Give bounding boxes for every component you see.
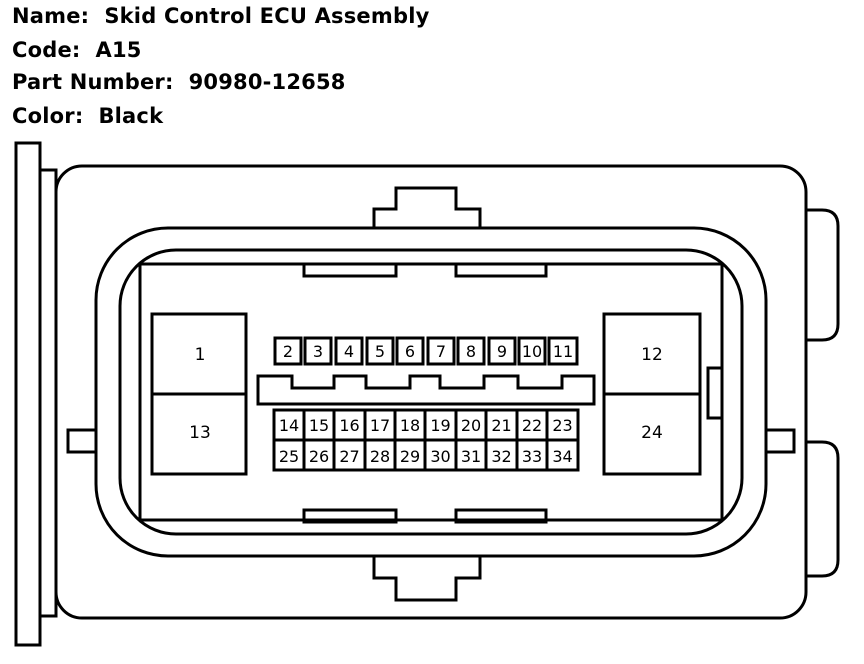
pin-13-label: 13: [189, 423, 211, 443]
right-notch: [766, 428, 796, 454]
pin-4-cell: [334, 336, 364, 366]
pin-4-label: 4: [344, 342, 354, 361]
pin-20-label: 20: [461, 416, 481, 435]
left-latch-bracket: [40, 168, 58, 618]
part-number-line: Part Number: 90980-12658: [12, 70, 346, 94]
pin-28-label: 28: [370, 447, 390, 466]
pin-23-label: 23: [552, 416, 572, 435]
name-label: Name:: [12, 4, 90, 28]
pin-21-label: 21: [491, 416, 511, 435]
pin-5-cell: [365, 336, 395, 366]
pin-25-label: 25: [279, 447, 299, 466]
pin-9-label: 9: [497, 342, 507, 361]
pin-8-label: 8: [466, 342, 476, 361]
pin-6-label: 6: [405, 342, 415, 361]
pin-5-label: 5: [375, 342, 385, 361]
top-rib-left: [302, 262, 398, 278]
pin-17-label: 17: [370, 416, 390, 435]
top-key: [372, 186, 482, 228]
pin-16-label: 16: [339, 416, 359, 435]
part-number-value: 90980-12658: [188, 70, 346, 94]
code-line: Code: A15: [12, 38, 142, 62]
pin-12-label: 12: [641, 345, 663, 365]
name-line: Name: Skid Control ECU Assembly: [12, 4, 429, 28]
pin-7-cell: [426, 336, 456, 366]
pin-26-label: 26: [309, 447, 329, 466]
bottom-key: [372, 556, 482, 602]
bottom-rib-left: [302, 508, 398, 524]
pin-18-label: 18: [400, 416, 420, 435]
name-value: Skid Control ECU Assembly: [104, 4, 430, 28]
pin-7-label: 7: [436, 342, 446, 361]
pin-11-label: 11: [553, 342, 573, 361]
pin-15-label: 15: [309, 416, 329, 435]
pin-6-cell: [395, 336, 425, 366]
inner-gasket: [118, 248, 744, 536]
pin-33-label: 33: [522, 447, 542, 466]
top-rib-right: [454, 262, 548, 278]
pin-9-cell: [487, 336, 517, 366]
pin-30-label: 30: [430, 447, 450, 466]
pin-24-label: 24: [641, 423, 663, 443]
bottom-rib-right: [454, 508, 548, 524]
pin-29-label: 29: [400, 447, 420, 466]
left-latch-strip: [14, 141, 42, 647]
inner-cavity: [138, 262, 724, 522]
pin-1-label: 1: [195, 345, 206, 365]
pin-27-label: 27: [339, 447, 359, 466]
pin-grid-lower: [272, 408, 580, 472]
right-tab-lower: [806, 440, 840, 578]
pin-19-label: 19: [430, 416, 450, 435]
pin-32-label: 32: [491, 447, 511, 466]
keyed-separator: [256, 374, 596, 406]
color-label: Color:: [12, 104, 84, 128]
code-label: Code:: [12, 38, 81, 62]
outer-gasket: [94, 226, 768, 558]
pin-22-label: 22: [522, 416, 542, 435]
color-line: Color: Black: [12, 104, 163, 128]
left-notch: [66, 428, 96, 454]
right-side-clip: [706, 366, 724, 420]
outer-housing: [54, 164, 808, 620]
pin-24-cell: [602, 392, 702, 476]
pin-11-cell: [547, 336, 579, 366]
pin-3-label: 3: [313, 342, 323, 361]
color-value: Black: [98, 104, 164, 128]
code-value: A15: [95, 38, 142, 62]
pin-3-cell: [303, 336, 333, 366]
pin-10-cell: [517, 336, 547, 366]
part-number-label: Part Number:: [12, 70, 174, 94]
pin-10-label: 10: [522, 342, 542, 361]
pin-2-cell: [273, 336, 303, 366]
pin-row-top: [273, 336, 579, 366]
right-tab-upper: [806, 208, 840, 342]
pin-31-label: 31: [461, 447, 481, 466]
pin-2-label: 2: [283, 342, 293, 361]
pin-34-label: 34: [552, 447, 572, 466]
pin-8-cell: [456, 336, 486, 366]
pin-13-cell: [150, 392, 248, 476]
pin-14-label: 14: [279, 416, 299, 435]
